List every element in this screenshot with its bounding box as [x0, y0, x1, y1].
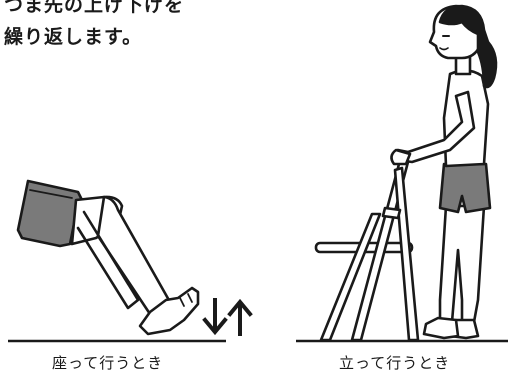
standing-hair	[438, 4, 498, 89]
instruction-line-2: 繰り返します。	[4, 26, 143, 48]
seated-figure	[16, 179, 200, 336]
standing-shorts	[438, 162, 492, 214]
caption-standing: 立って行うとき	[339, 354, 451, 372]
standing-foot-front	[422, 316, 460, 340]
caption-seated: 座って行うとき	[52, 354, 164, 372]
seated-lower-leg	[96, 195, 172, 316]
arrow-up-icon	[227, 298, 253, 336]
seated-foot	[138, 286, 200, 336]
arrow-down-icon	[202, 298, 228, 336]
instruction-text: つま先の上げ下げを 繰り返します。	[4, 0, 264, 53]
instruction-line-1: つま先の上げ下げを	[4, 0, 185, 16]
standing-legs	[438, 204, 486, 324]
standing-figure	[390, 4, 498, 340]
chair	[314, 160, 420, 342]
